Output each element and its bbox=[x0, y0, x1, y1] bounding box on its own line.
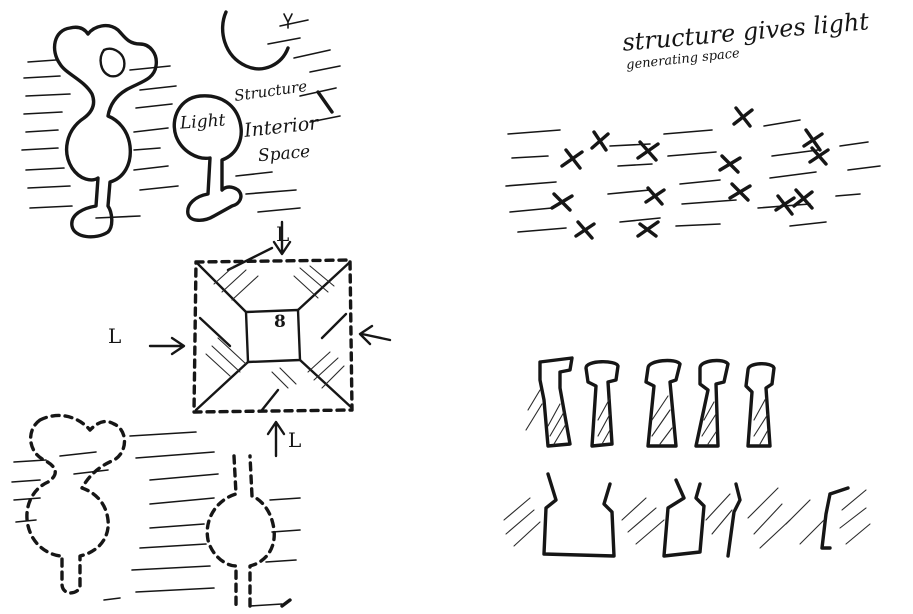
base-wall-4 bbox=[822, 488, 848, 548]
small-foot-mark bbox=[282, 600, 290, 606]
top-arrow-label: L bbox=[276, 222, 289, 246]
square-core bbox=[246, 310, 300, 362]
bottom-arrow-label: L bbox=[288, 428, 301, 452]
light-ray-stroke bbox=[318, 92, 332, 112]
sun-arc bbox=[223, 12, 288, 69]
base-wall-2 bbox=[664, 480, 704, 556]
arrow-icon bbox=[150, 338, 184, 354]
hatch-lines-bottom-left bbox=[12, 432, 300, 606]
left-arrow-label: L bbox=[108, 324, 121, 348]
small-mark-y bbox=[284, 14, 292, 28]
cross-marks bbox=[552, 108, 828, 238]
dashed-blob-right bbox=[207, 456, 274, 606]
dashed-blob-left bbox=[27, 415, 125, 592]
core-number: 8 bbox=[274, 312, 286, 332]
cross-mark-icon bbox=[734, 108, 752, 126]
column-capital-5 bbox=[746, 364, 774, 446]
cross-mark-icon bbox=[562, 150, 582, 168]
cross-mark-icon bbox=[576, 222, 594, 238]
cross-mark-icon bbox=[638, 222, 658, 236]
column-capital-1 bbox=[540, 358, 572, 446]
cross-mark-icon bbox=[730, 184, 750, 200]
base-wall-1 bbox=[544, 474, 614, 556]
sketch-square-plan bbox=[150, 222, 390, 456]
column-capital-2 bbox=[586, 362, 618, 446]
base-hatching bbox=[504, 488, 870, 548]
arrow-icon bbox=[360, 326, 390, 344]
hatch-lines-top-right bbox=[506, 120, 880, 232]
sketch-bottom-right bbox=[504, 358, 870, 556]
sketch-bottom-left bbox=[12, 415, 300, 606]
arrow-icon bbox=[268, 422, 284, 456]
light-label: Light bbox=[179, 110, 226, 133]
cross-mark-icon bbox=[720, 156, 740, 172]
blob-inner-loop bbox=[101, 49, 125, 77]
sketch-top-right bbox=[506, 108, 880, 238]
cross-mark-icon bbox=[592, 132, 608, 150]
column-capital-4 bbox=[696, 361, 728, 446]
cross-mark-icon bbox=[646, 188, 664, 204]
cross-mark-icon bbox=[552, 194, 572, 210]
